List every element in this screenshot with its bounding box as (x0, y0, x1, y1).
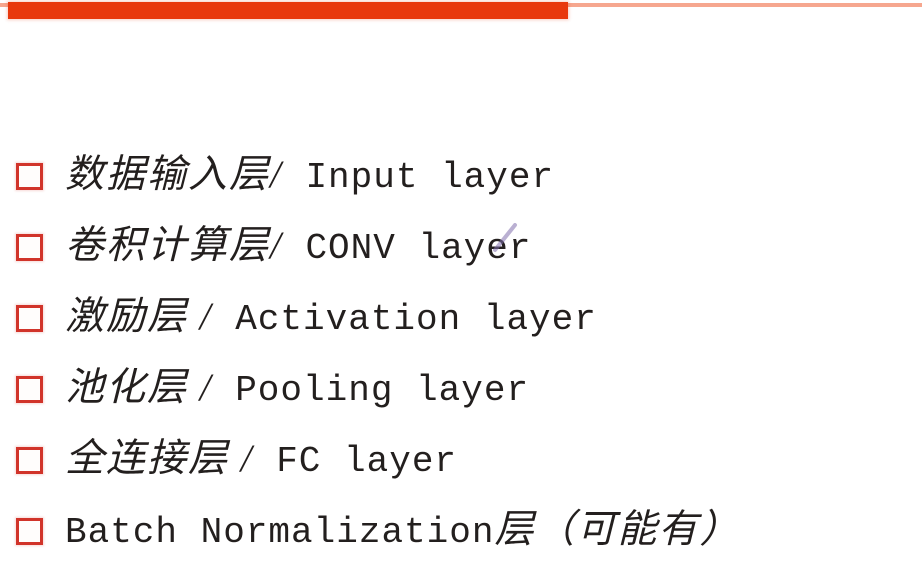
list-item-label-cn: 卷积计算层/ (65, 224, 283, 267)
empty-checkbox-icon (16, 518, 43, 545)
list-item-label: 数据输入层/ Input layer (65, 153, 554, 200)
bullet-list: 数据输入层/ Input layer 卷积计算层/ CONV layer 激励层… (0, 141, 922, 567)
list-item-label: 全连接层 / FC layer (65, 437, 457, 484)
list-item-label: 池化层 / Pooling layer (65, 366, 529, 413)
list-item: 全连接层 / FC layer (0, 425, 922, 496)
list-item-label-latin: FC layer (253, 441, 458, 482)
empty-checkbox-icon (16, 234, 43, 261)
list-item-label: 激励层 / Activation layer (65, 295, 597, 342)
list-item-label: Batch Normalization层（可能有） (65, 508, 740, 555)
list-item-label-latin: Batch Normalization (65, 512, 495, 553)
list-item-label-cn: 激励层 / (65, 295, 213, 338)
empty-checkbox-icon (16, 305, 43, 332)
empty-checkbox-icon (16, 163, 43, 190)
list-item-label-cn: 层（可能有） (494, 508, 741, 551)
list-item-label-cn: 池化层 / (65, 366, 213, 409)
list-item-label-cn: 数据输入层/ (65, 153, 283, 196)
list-item: 激励层 / Activation layer (0, 283, 922, 354)
list-item-label-latin: Pooling layer (212, 370, 530, 411)
list-item: 数据输入层/ Input layer (0, 141, 922, 212)
list-item: 卷积计算层/ CONV layer (0, 212, 922, 283)
empty-checkbox-icon (16, 447, 43, 474)
empty-checkbox-icon (16, 376, 43, 403)
list-item-label-latin: Activation layer (212, 299, 597, 340)
list-item-label-latin: Input layer (282, 157, 555, 198)
list-item: 池化层 / Pooling layer (0, 354, 922, 425)
list-item: Batch Normalization层（可能有） (0, 496, 922, 567)
list-item-label: 卷积计算层/ CONV layer (65, 224, 531, 271)
accent-bar-thick (8, 2, 568, 19)
list-item-label-latin: CONV layer (282, 228, 532, 269)
list-item-label-cn: 全连接层 / (65, 437, 254, 480)
